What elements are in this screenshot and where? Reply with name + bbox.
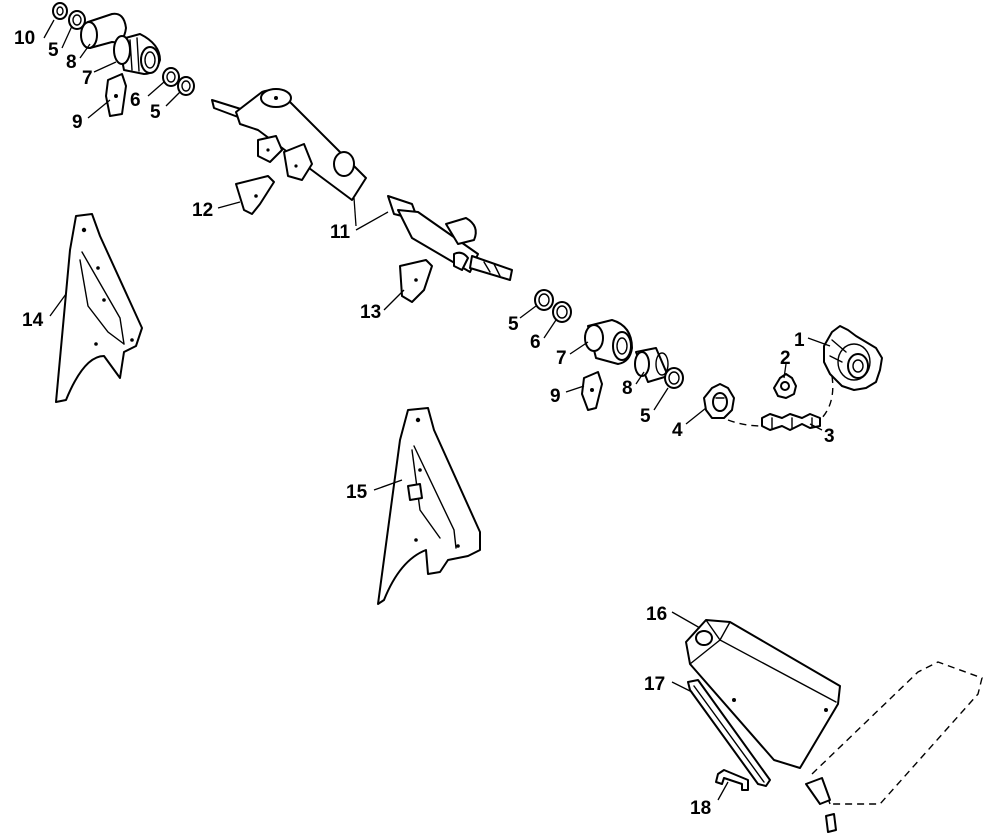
callout-16: 16: [646, 604, 667, 625]
callout-11: 11: [330, 222, 351, 243]
part-8-spacer-tube-right: [634, 347, 669, 383]
callout-3: 3: [824, 426, 835, 447]
part-3-drive-chain: [727, 375, 834, 431]
part-9-bracket-right: [581, 371, 603, 411]
part-18-clip: [715, 769, 749, 791]
callout-17: 17: [644, 674, 665, 695]
callout-8: 8: [66, 52, 77, 73]
callout-5: 5: [150, 102, 161, 123]
callout-9: 9: [72, 112, 83, 133]
callout-4: 4: [672, 420, 683, 441]
part-11-main-shaft: [211, 88, 513, 281]
part-15-side-frame-plate: [377, 407, 481, 605]
part-2-small-sprocket: [773, 373, 797, 399]
part-5-washer-right-2: [664, 367, 684, 389]
part-5-washer-right: [534, 289, 554, 311]
part-1-double-sprocket: [823, 325, 883, 391]
part-14-side-frame-plate: [55, 213, 143, 403]
part-6-washer-right: [552, 301, 572, 323]
callout-13: 13: [360, 302, 381, 323]
callout-8: 8: [622, 378, 633, 399]
part-16-chain-guard-housing: [685, 619, 841, 769]
part-6-washer-top-left: [162, 67, 180, 87]
callout-labels: 10 5 8 7 6 5 9 12 11 13 14 15 5 6 7 8 9 …: [14, 28, 835, 819]
callout-5: 5: [48, 40, 59, 61]
callout-7: 7: [82, 68, 93, 89]
part-8-spacer-tube-top-left: [80, 12, 127, 49]
callout-14: 14: [22, 310, 44, 331]
part-5-washer-top-left-2: [177, 76, 195, 96]
part-13-cover-plate: [399, 259, 433, 303]
callout-10: 10: [14, 28, 35, 49]
callout-18: 18: [690, 798, 711, 819]
callout-5: 5: [640, 406, 651, 427]
part-5-washer-top-left: [68, 10, 86, 30]
part-10-washer: [52, 2, 68, 20]
mating-frame-outline: [805, 661, 983, 833]
part-12-cover-plate: [235, 175, 275, 215]
part-17-guard-strip: [687, 679, 771, 787]
callout-15: 15: [346, 482, 368, 503]
part-4-sprocket: [703, 383, 735, 419]
callout-1: 1: [794, 330, 805, 351]
callout-9: 9: [550, 386, 561, 407]
leader-lines: [43, 19, 831, 801]
part-9-bracket-top-left: [105, 73, 127, 117]
callout-5: 5: [508, 314, 519, 335]
callout-2: 2: [780, 348, 791, 369]
callout-6: 6: [530, 332, 541, 353]
callout-6: 6: [130, 90, 141, 111]
callout-12: 12: [192, 200, 213, 221]
part-7-bearing-housing-top-left: [113, 33, 161, 75]
part-7-bearing-housing-right: [584, 319, 633, 365]
callout-7: 7: [556, 348, 567, 369]
